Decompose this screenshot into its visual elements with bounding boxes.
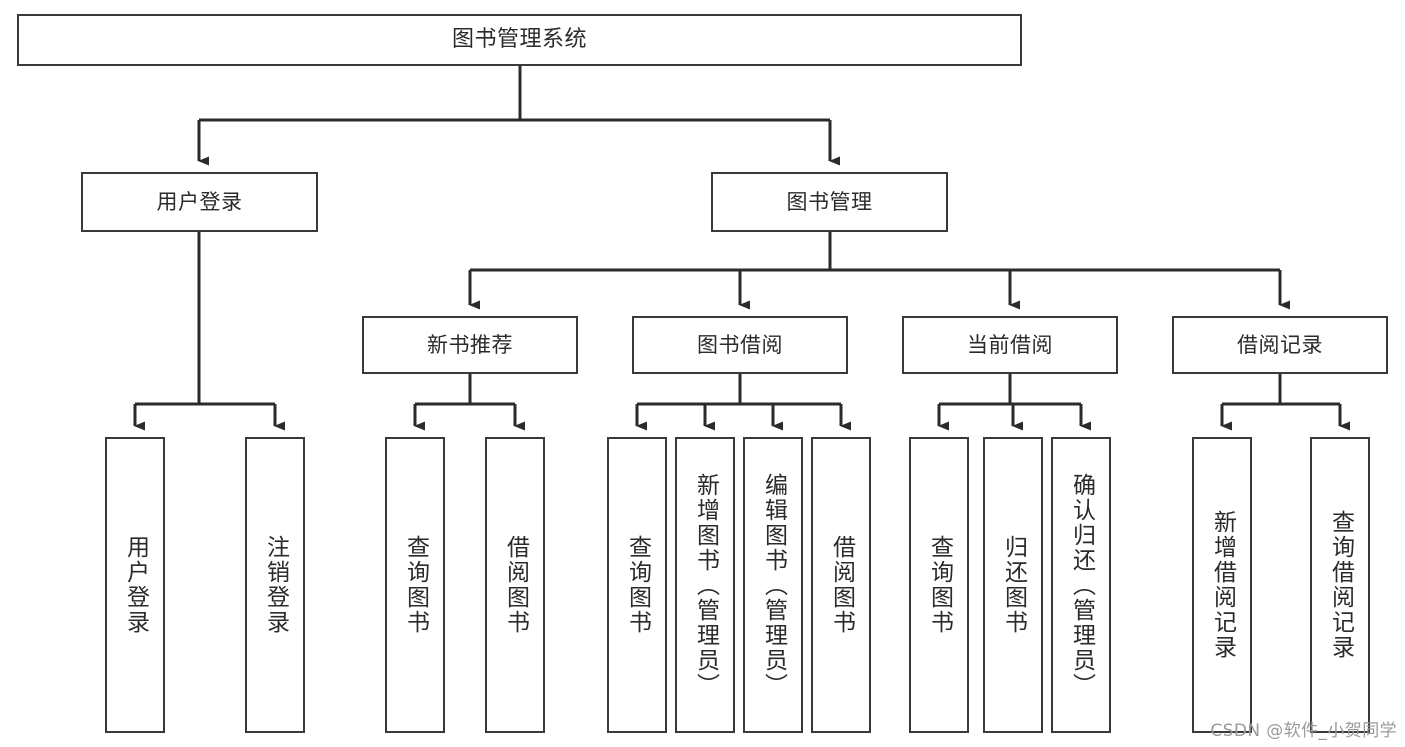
node-leaf-query-borrow-record[interactable]: 查询借阅记录 xyxy=(1310,437,1370,733)
node-label: 查询借阅记录 xyxy=(1327,510,1354,660)
node-label: 新书推荐 xyxy=(427,332,513,357)
node-leaf-logout-login[interactable]: 注销登录 xyxy=(245,437,305,733)
node-label: 注销登录 xyxy=(262,535,289,635)
node-label: 用户登录 xyxy=(122,535,149,635)
node-borrow-record[interactable]: 借阅记录 xyxy=(1172,316,1388,374)
node-label: 查询图书 xyxy=(402,535,429,635)
node-label: 新增图书（管理员） xyxy=(692,472,719,698)
node-leaf-borrow-book-1[interactable]: 借阅图书 xyxy=(485,437,545,733)
node-book-manage[interactable]: 图书管理 xyxy=(711,172,948,232)
node-leaf-confirm-return-admin[interactable]: 确认归还（管理员） xyxy=(1051,437,1111,733)
node-label: 借阅图书 xyxy=(828,535,855,635)
node-label: 确认归还（管理员） xyxy=(1068,472,1095,698)
node-leaf-add-borrow-record[interactable]: 新增借阅记录 xyxy=(1192,437,1252,733)
node-leaf-edit-book-admin[interactable]: 编辑图书（管理员） xyxy=(743,437,803,733)
node-label: 查询图书 xyxy=(624,535,651,635)
node-label: 当前借阅 xyxy=(967,332,1053,357)
node-root-book-management-system[interactable]: 图书管理系统 xyxy=(17,14,1022,66)
node-user-login[interactable]: 用户登录 xyxy=(81,172,318,232)
node-new-book-recommend[interactable]: 新书推荐 xyxy=(362,316,578,374)
node-label: 图书管理 xyxy=(786,189,873,214)
node-label: 归还图书 xyxy=(1000,535,1027,635)
node-leaf-query-book-2[interactable]: 查询图书 xyxy=(607,437,667,733)
node-label: 新增借阅记录 xyxy=(1209,510,1236,660)
node-label: 用户登录 xyxy=(156,189,243,214)
node-leaf-return-book[interactable]: 归还图书 xyxy=(983,437,1043,733)
node-current-borrow[interactable]: 当前借阅 xyxy=(902,316,1118,374)
node-leaf-query-book-3[interactable]: 查询图书 xyxy=(909,437,969,733)
node-label: 借阅记录 xyxy=(1237,332,1323,357)
node-leaf-query-book-1[interactable]: 查询图书 xyxy=(385,437,445,733)
node-label: 查询图书 xyxy=(926,535,953,635)
node-label: 图书借阅 xyxy=(697,332,783,357)
node-label: 借阅图书 xyxy=(502,535,529,635)
node-leaf-user-login[interactable]: 用户登录 xyxy=(105,437,165,733)
node-label: 编辑图书（管理员） xyxy=(760,472,787,698)
node-label: 图书管理系统 xyxy=(451,27,587,53)
node-leaf-add-book-admin[interactable]: 新增图书（管理员） xyxy=(675,437,735,733)
node-book-borrow[interactable]: 图书借阅 xyxy=(632,316,848,374)
node-leaf-borrow-book-2[interactable]: 借阅图书 xyxy=(811,437,871,733)
